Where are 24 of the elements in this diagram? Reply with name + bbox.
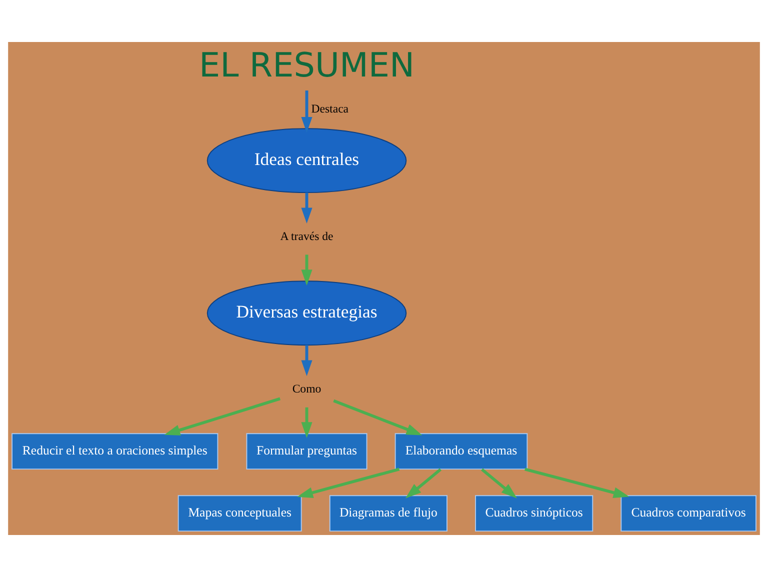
edge-label: Destaca	[311, 100, 349, 115]
arrow	[301, 254, 312, 285]
node-text: A través de	[280, 228, 334, 242]
node-ellipse: Ideas centrales	[206, 128, 407, 193]
arrow	[480, 468, 518, 498]
node-text: Como	[292, 380, 322, 395]
node-box: Reducir el texto a oraciones simples	[12, 432, 218, 470]
node-box: Cuadros comparativos	[620, 494, 756, 532]
node-box: Elaborando esquemas	[394, 432, 528, 470]
arrow	[301, 406, 312, 438]
node-box: Mapas conceptuales	[178, 494, 302, 532]
arrow	[164, 396, 281, 435]
arrow	[333, 398, 422, 435]
node-text: EL RESUMEN	[199, 45, 414, 84]
arrow	[524, 467, 630, 498]
node-box: Cuadros sinópticos	[475, 494, 594, 532]
arrow	[301, 192, 312, 224]
arrow	[301, 344, 312, 376]
node-box: Diagramas de flujo	[329, 494, 448, 532]
arrow	[297, 467, 400, 498]
arrow	[405, 468, 442, 498]
node-ellipse: Diversas estrategias	[206, 280, 407, 346]
node-box: Formular preguntas	[246, 432, 368, 470]
arrow	[301, 90, 312, 132]
